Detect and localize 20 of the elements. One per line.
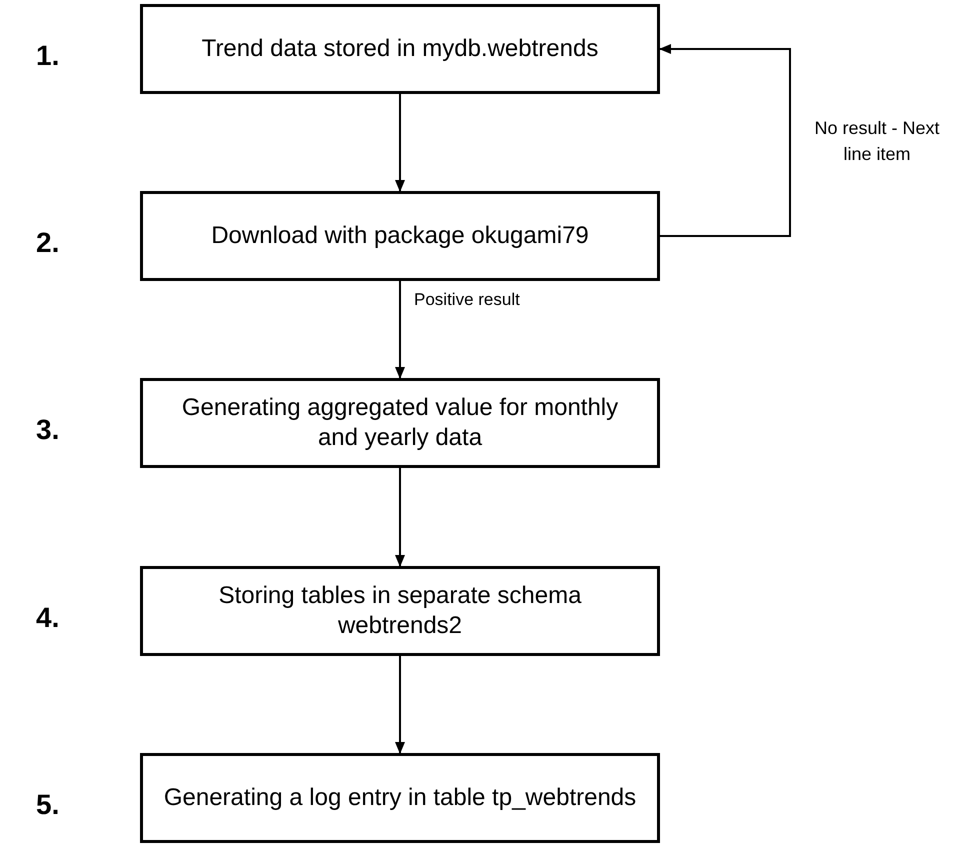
box-text: Trend data stored in mydb.webtrends xyxy=(202,34,598,64)
box-text: Generating a log entry in table tp_webtrends xyxy=(164,783,636,813)
process-box xyxy=(140,4,660,94)
arrow xyxy=(395,281,405,379)
process-box xyxy=(140,191,660,281)
arrow xyxy=(395,656,405,754)
arrow xyxy=(395,94,405,192)
box-text: Download with package okugami79 xyxy=(211,221,589,251)
step-number: 1. xyxy=(36,40,60,72)
process-box xyxy=(140,753,660,843)
process-box xyxy=(140,566,660,656)
arrow xyxy=(659,44,791,237)
step-number: 3. xyxy=(36,414,60,446)
arrow xyxy=(395,468,405,567)
step-number: 5. xyxy=(36,789,60,821)
process-box xyxy=(140,378,660,468)
step-number: 4. xyxy=(36,602,60,634)
box-text: Storing tables in separate schema webtrends2 xyxy=(218,581,582,641)
box-text: Generating aggregated value for monthly and yearly data xyxy=(180,393,620,453)
step-number: 2. xyxy=(36,227,60,259)
